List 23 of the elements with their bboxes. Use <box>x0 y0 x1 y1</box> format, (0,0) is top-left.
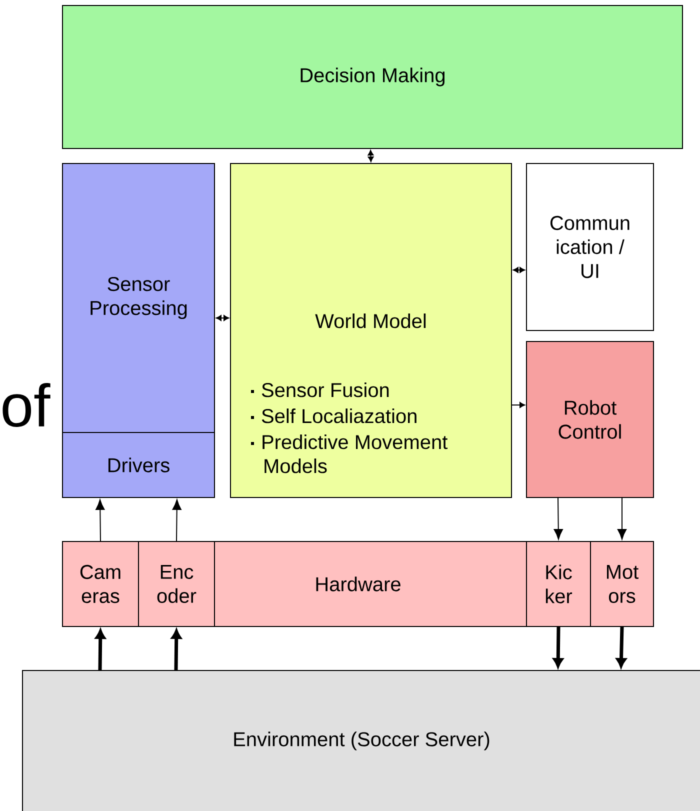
arrow <box>553 626 564 668</box>
arrow <box>554 498 563 540</box>
component-box: Mot ors <box>590 541 654 627</box>
slide-text: of <box>2 382 50 427</box>
arrow <box>95 629 106 670</box>
module-box: Decision Making <box>62 5 683 149</box>
arrow <box>616 626 626 668</box>
module-box: World Model Sensor Fusion Self Localiazation Predictive Movement Models <box>230 163 512 498</box>
arrow <box>171 629 182 670</box>
arrow <box>216 315 230 321</box>
component-box: Cam eras <box>62 541 139 627</box>
module-box: Drivers <box>62 432 215 498</box>
environment-box: Environment (Soccer Server) <box>22 670 700 811</box>
arrow <box>96 499 105 542</box>
arrow <box>172 499 182 542</box>
arrow <box>512 267 526 273</box>
component-box: Kic ker <box>526 541 591 627</box>
arrow <box>368 150 374 162</box>
arrow <box>512 402 526 408</box>
arrow <box>617 498 627 540</box>
module-box: Robot Control <box>526 341 654 498</box>
module-box: Commun ication / UI <box>526 163 654 331</box>
component-box: Enc oder <box>138 541 215 627</box>
